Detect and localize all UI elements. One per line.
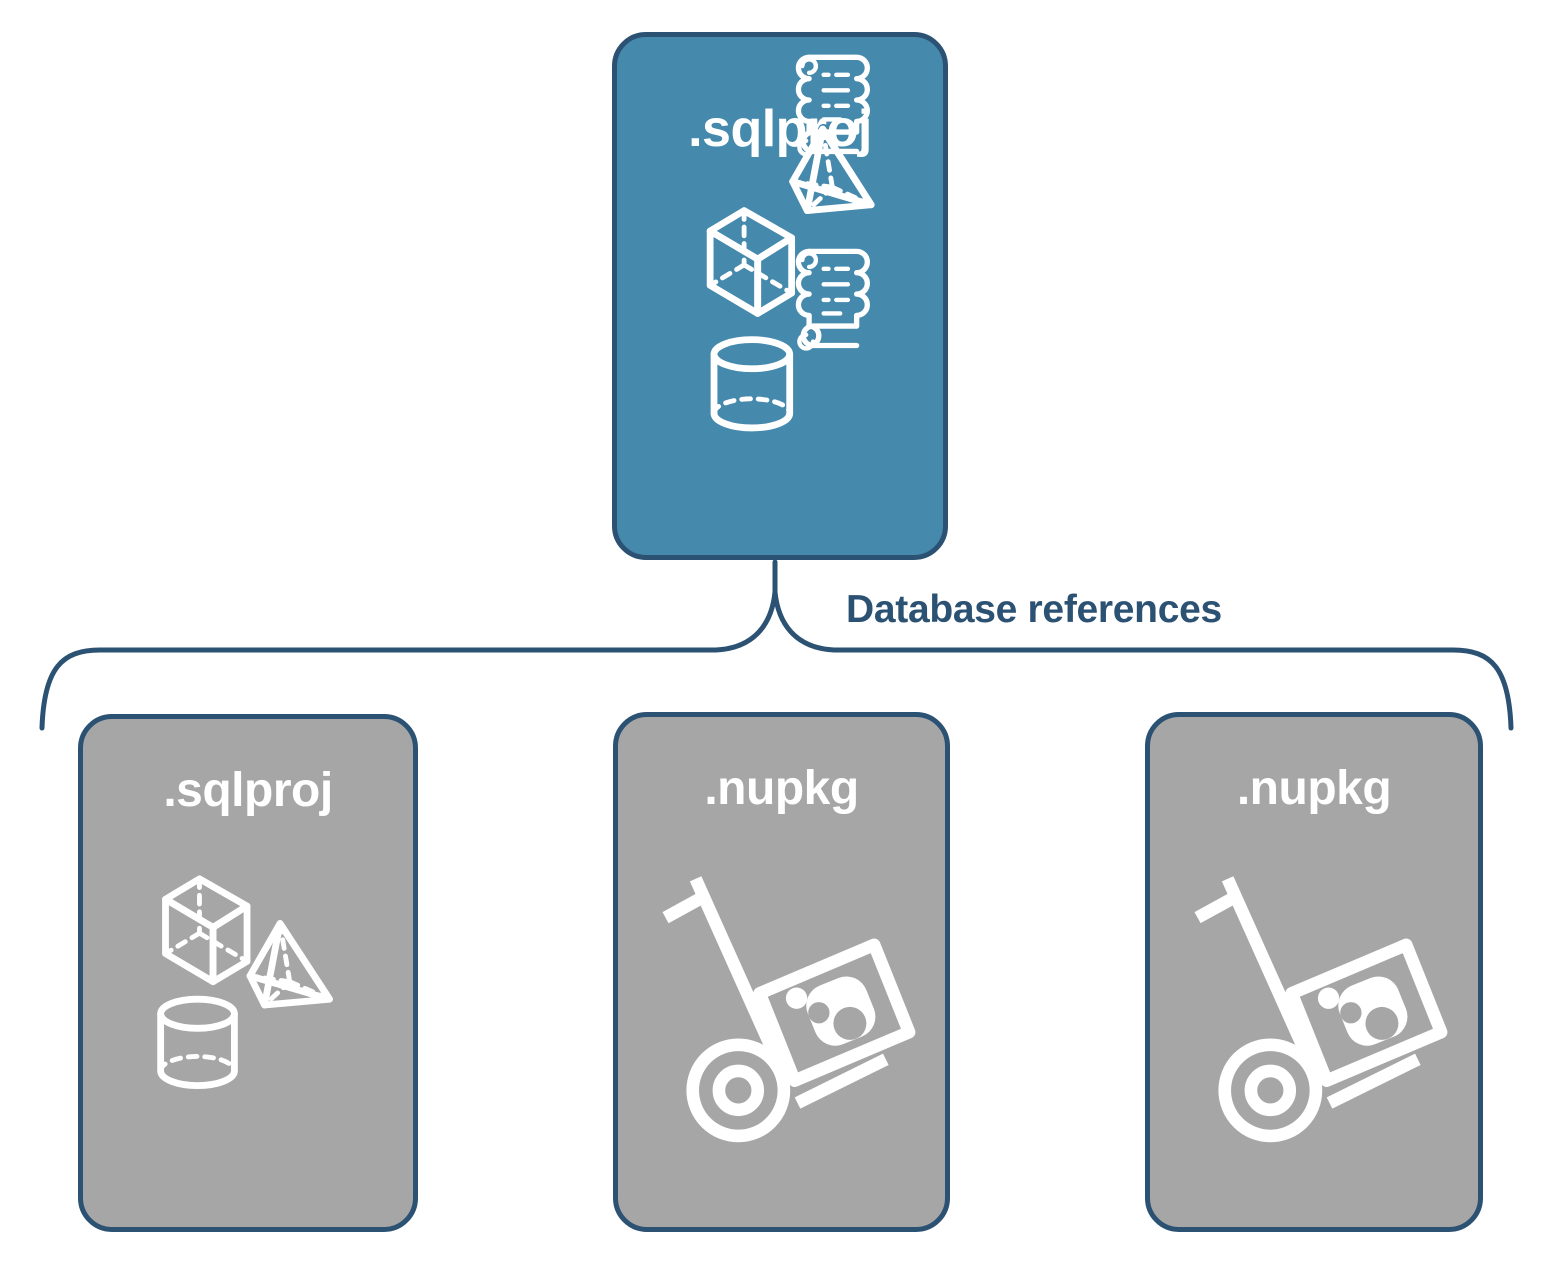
handtruck-toe-plate (794, 1053, 889, 1109)
handtruck-toe-plate (1326, 1053, 1421, 1109)
node-root-sqlproj[interactable]: .sqlproj (612, 32, 948, 560)
cylinder-icon (710, 336, 794, 432)
nuget-logo-holes (1340, 1002, 1399, 1040)
package-box (1285, 938, 1448, 1087)
brace-left-arm (39, 589, 778, 731)
nuget-logo-holes (808, 1002, 867, 1040)
node-title-root-sqlproj: .sqlproj (688, 100, 872, 158)
cylinder-icon (157, 995, 238, 1089)
node-child-sqlproj[interactable]: .sqlproj (78, 714, 418, 1232)
nuget-logo-glyph (785, 976, 876, 1046)
pyramid-icon (246, 920, 333, 1009)
nuget-handtruck-icon (1194, 876, 1448, 1143)
cube-icon (706, 207, 796, 317)
scroll-icon (795, 248, 870, 351)
handtruck-handle (662, 890, 708, 924)
handtruck-wheel (1218, 1038, 1323, 1143)
node-child-nupkg-2[interactable]: .nupkg (1145, 712, 1483, 1232)
node-title-child-nupkg-1: .nupkg (704, 762, 859, 815)
node-title-child-nupkg-2: .nupkg (1236, 762, 1392, 815)
handtruck-wheel (686, 1038, 791, 1143)
handtruck-handle (1194, 890, 1240, 924)
node-title-child-sqlproj: .sqlproj (163, 764, 333, 817)
database-references-label: Database references (846, 588, 1222, 631)
brace-right-arm (772, 589, 1514, 731)
nuget-logo-glyph (1317, 976, 1408, 1046)
cube-icon (162, 875, 251, 986)
node-child-nupkg-1[interactable]: .nupkg (613, 712, 950, 1232)
package-box (753, 938, 916, 1087)
handtruck-frame (1221, 876, 1314, 1061)
nuget-handtruck-icon (662, 876, 916, 1143)
handtruck-frame (689, 876, 782, 1061)
